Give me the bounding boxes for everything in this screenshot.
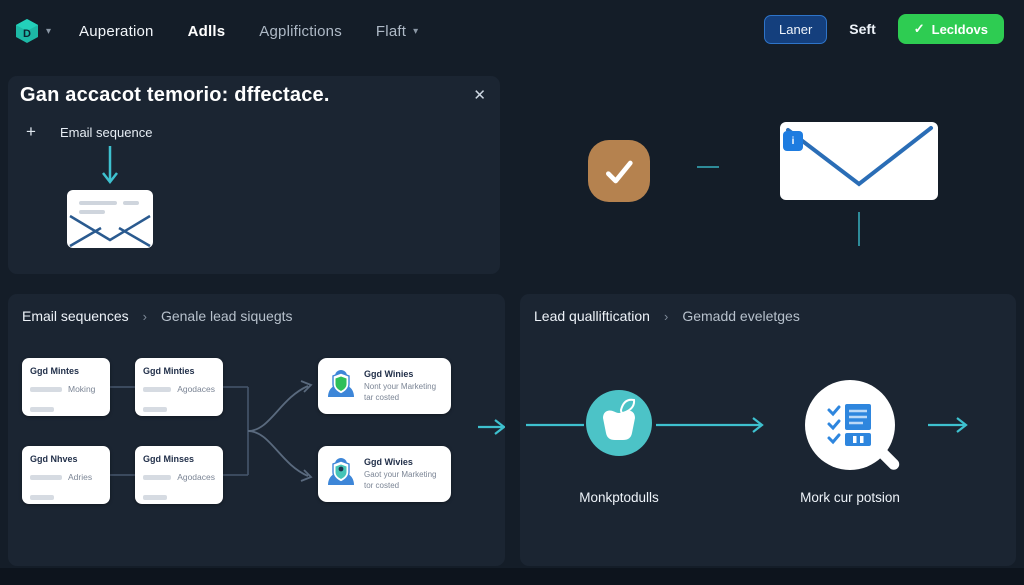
node-card-title: Ggd Nhves xyxy=(30,454,78,464)
checkmark-chip-icon xyxy=(588,140,650,202)
topbar: D ▾ Auperation Adlls Agplifictions Flaft… xyxy=(0,0,1024,62)
branch-card-title: Ggd Wivies xyxy=(364,457,413,468)
laner-button[interactable]: Laner xyxy=(764,14,828,44)
placeholder-bar xyxy=(143,495,167,500)
lecldovs-button[interactable]: ✓ Lecldovs xyxy=(897,14,1004,44)
breadcrumb: Lead qualliftication › Gemadd eveletges xyxy=(534,308,800,324)
breadcrumb-lead-qualification[interactable]: Lead qualliftication xyxy=(534,308,650,324)
top-actions: Laner Seft ✓ Lecldovs xyxy=(764,14,1004,44)
email-sequences-panel: Email sequences › Genale lead siquegts G… xyxy=(8,294,505,566)
node-card-tag: Agodaces xyxy=(177,384,215,394)
branch-card-title: Ggd Winies xyxy=(364,369,414,380)
close-icon[interactable]: ✕ xyxy=(473,87,486,104)
branch-card[interactable]: Ggd Winies Nont your Marketing tar coste… xyxy=(318,358,451,414)
svg-text:D: D xyxy=(23,28,31,40)
breadcrumb-email-sequences[interactable]: Email sequences xyxy=(22,308,129,324)
branch-card-text: Gaot your Marketing xyxy=(364,470,437,480)
email-envelope-icon xyxy=(67,190,153,248)
lead-qualification-panel: Lead qualliftication › Gemadd eveletges xyxy=(520,294,1016,566)
step-label-monkptodulls: Monkptodulls xyxy=(579,490,659,505)
placeholder-bar xyxy=(143,407,167,412)
connector-line xyxy=(697,166,719,168)
step-label-mork-cur-potsion: Mork cur potsion xyxy=(800,490,900,505)
banner-card: Gan accacot temorio: dffectace. ✕ + Emai… xyxy=(8,76,500,274)
add-email-sequence-label: Email sequence xyxy=(59,124,153,140)
placeholder-bar xyxy=(30,495,54,500)
main-nav: Auperation Adlls Agplifictions Flaft ▾ xyxy=(79,23,418,40)
connector-line xyxy=(858,212,860,246)
node-card-tag: Agodaces xyxy=(177,472,215,482)
app-logo[interactable]: D ▾ xyxy=(14,18,51,44)
placeholder-bar xyxy=(30,407,54,412)
node-card-title: Ggd Minses xyxy=(143,454,195,464)
nav-item-agplifictions[interactable]: Agplifictions xyxy=(259,22,342,40)
breadcrumb-genale-lead[interactable]: Genale lead siquegts xyxy=(160,308,293,324)
breadcrumb: Email sequences › Genale lead siquegts xyxy=(22,308,293,324)
breadcrumb-gemadd-eveletges[interactable]: Gemadd eveletges xyxy=(682,308,800,324)
placeholder-bar xyxy=(30,386,62,392)
chevron-down-icon: ▾ xyxy=(46,25,52,37)
banner-title: Gan accacot temorio: dffectace. xyxy=(20,84,330,106)
check-icon: ✓ xyxy=(913,21,925,36)
shield-person-icon xyxy=(326,367,356,406)
placeholder-bar xyxy=(143,386,172,392)
placeholder-bar xyxy=(30,474,62,480)
shield-person-icon xyxy=(326,455,356,494)
nav-item-flaft[interactable]: Flaft ▾ xyxy=(376,23,418,40)
seft-button[interactable]: Seft xyxy=(849,21,876,37)
node-card-title: Ggd Mintes xyxy=(30,366,79,376)
sequence-node-card[interactable]: Ggd Minses Agodaces xyxy=(135,446,223,504)
plus-icon: + xyxy=(26,122,36,141)
branch-card-text: tar costed xyxy=(364,392,400,402)
node-card-tag: Adries xyxy=(68,472,93,482)
lecldovs-button-label: Lecldovs xyxy=(931,21,988,37)
branch-card-text: tor costed xyxy=(364,480,400,490)
node-card-title: Ggd Minties xyxy=(143,366,195,376)
envelope-illustration xyxy=(780,122,938,200)
nav-item-auperation[interactable]: Auperation xyxy=(79,22,154,40)
chevron-down-icon: ▾ xyxy=(413,25,419,37)
branch-card[interactable]: Ggd Wivies Gaot your Marketing tor coste… xyxy=(318,446,451,502)
chevron-right-icon: › xyxy=(663,308,669,324)
branch-card-text: Nont your Marketing xyxy=(364,382,437,392)
placeholder-bar xyxy=(143,474,172,480)
chevron-right-icon: › xyxy=(142,308,147,324)
add-email-sequence-button[interactable]: + Email sequence xyxy=(26,122,152,142)
sequence-node-card[interactable]: Ggd Nhves Adries xyxy=(22,446,110,504)
checklist-magnifier-icon xyxy=(805,380,895,470)
node-card-tag: Moking xyxy=(68,384,96,394)
flow-connectors xyxy=(110,380,505,482)
logo-cube-icon: D xyxy=(14,18,40,44)
nav-item-adlls[interactable]: Adlls xyxy=(187,22,226,40)
nav-item-flaft-label: Flaft xyxy=(375,22,407,40)
info-badge-icon: i xyxy=(783,131,803,151)
sequence-node-card[interactable]: Ggd Mintes Moking xyxy=(22,358,110,416)
sequence-node-card[interactable]: Ggd Minties Agodaces xyxy=(135,358,223,416)
apple-icon xyxy=(586,390,652,456)
